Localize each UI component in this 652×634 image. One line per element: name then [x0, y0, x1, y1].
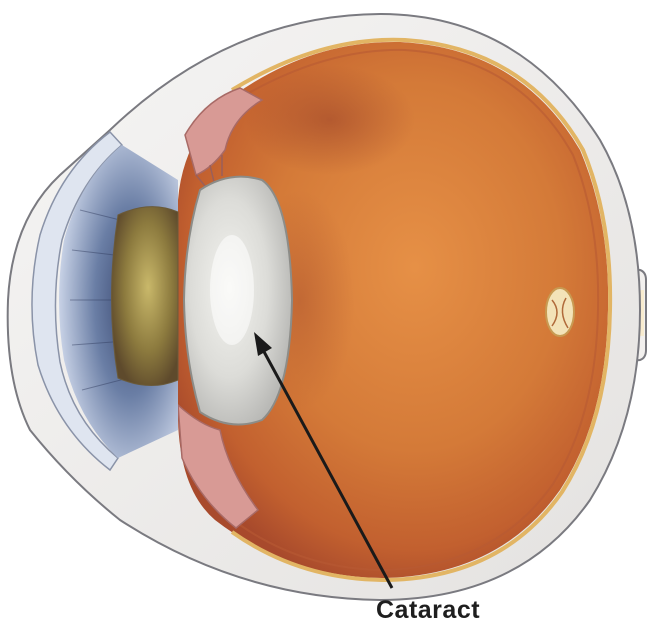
cataract-label: Cataract [376, 596, 480, 625]
lens-opacity [210, 235, 254, 345]
optic-disc [546, 288, 574, 336]
vitreous-shadow-top [245, 65, 415, 175]
pupil [112, 207, 179, 386]
